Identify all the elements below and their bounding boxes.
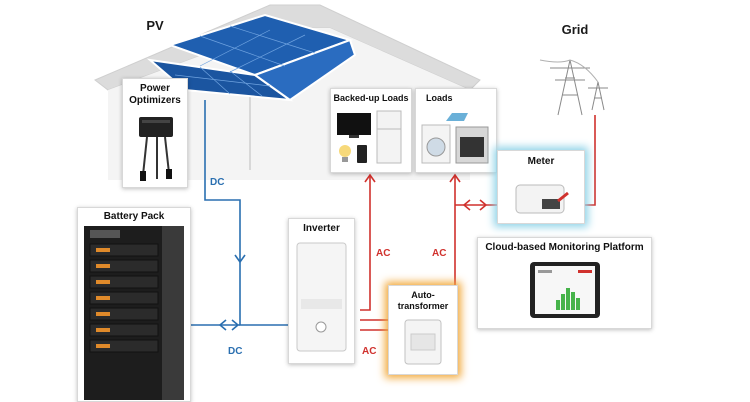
inverter-card: Inverter <box>288 218 355 364</box>
meter-icon <box>515 184 569 214</box>
meter-label: Meter <box>527 156 555 167</box>
backed-up-loads-card: Backed-up Loads <box>330 88 412 173</box>
dc-label-pv: DC <box>210 177 225 188</box>
phone-icon <box>357 145 367 163</box>
battery-pack-card: Battery Pack <box>77 207 191 402</box>
auto-transformer-card: Auto- transformer <box>388 285 458 375</box>
inverter-label: Inverter <box>303 223 340 234</box>
tablet-icon <box>530 262 600 318</box>
inverter-icon <box>296 242 347 352</box>
battery-rack-icon <box>84 226 184 400</box>
washer-icon <box>421 124 451 164</box>
power-optimizers-card: Power Optimizers <box>122 78 188 188</box>
loads-icons <box>421 113 489 164</box>
loads-card: Loads <box>415 88 497 173</box>
dc-label-battery: DC <box>228 346 243 357</box>
monitoring-label: Cloud-based Monitoring Platform <box>485 242 644 253</box>
pv-label: PV <box>146 18 164 33</box>
backed-up-loads-icons <box>337 110 402 164</box>
fridge-icon <box>376 110 402 164</box>
transmission-tower-icon <box>539 59 608 116</box>
meter-card: Meter <box>497 150 585 224</box>
grid-label: Grid <box>561 22 589 37</box>
ac-label-loads: AC <box>432 248 447 259</box>
backed-up-loads-label: Backed-up Loads <box>333 93 409 103</box>
battery-pack-label: Battery Pack <box>103 211 165 222</box>
power-optimizer-icon <box>139 117 173 181</box>
tv-icon <box>337 113 371 138</box>
oven-icon <box>455 126 489 164</box>
solar-panel-icon <box>146 13 357 102</box>
ac-label-transformer: AC <box>362 346 377 357</box>
loads-label: Loads <box>426 93 453 103</box>
ac-label-backed: AC <box>376 248 391 259</box>
iron-icon <box>446 113 468 121</box>
monitoring-card: Cloud-based Monitoring Platform <box>477 237 652 329</box>
lightbulb-icon <box>339 145 351 162</box>
power-optimizers-label: Power Optimizers <box>129 83 181 106</box>
autotransformer-icon <box>404 319 442 365</box>
auto-transformer-label: Auto- transformer <box>397 290 449 311</box>
